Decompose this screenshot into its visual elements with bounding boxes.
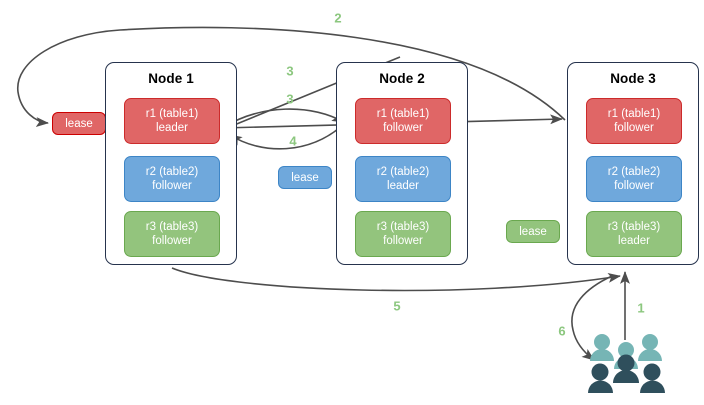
replica-name: r2 (table2) — [607, 166, 661, 178]
lease-badge-blue: lease — [278, 166, 332, 189]
edge-5-path — [171, 267, 621, 292]
replica-role: leader — [618, 235, 650, 247]
edge-3-lower-path — [223, 108, 345, 128]
edge-label-2: 2 — [334, 10, 342, 26]
lease-label: lease — [519, 225, 547, 238]
node-1-replica-r3: r3 (table3) follower — [124, 211, 220, 257]
node-2-replica-r3: r3 (table3) follower — [355, 211, 451, 257]
node-3-title: Node 3 — [610, 71, 656, 86]
replica-role: follower — [383, 235, 423, 247]
node-2-replica-r2: r2 (table2) leader — [355, 156, 451, 202]
replica-name: r3 (table3) — [376, 221, 430, 233]
node-1-replica-r1: r1 (table1) leader — [124, 98, 220, 144]
node-2-replica-r1: r1 (table1) follower — [355, 98, 451, 144]
replica-role: leader — [156, 122, 188, 134]
edge-label-5: 5 — [393, 298, 401, 314]
node-2-title: Node 2 — [379, 71, 425, 86]
replica-role: follower — [614, 122, 654, 134]
lease-badge-red: lease — [52, 112, 106, 135]
node-3-replica-r3: r3 (table3) leader — [586, 211, 682, 257]
replica-role: follower — [614, 180, 654, 192]
node-3-replica-r2: r2 (table2) follower — [586, 156, 682, 202]
replica-name: r3 (table3) — [145, 221, 199, 233]
node-2: Node 2 r1 (table1) follower r2 (table2) … — [336, 62, 468, 265]
lease-badge-green: lease — [506, 220, 560, 243]
edge-label-1: 1 — [637, 300, 645, 316]
replica-role: follower — [152, 235, 192, 247]
node-3: Node 3 r1 (table1) follower r2 (table2) … — [567, 62, 699, 265]
node-1: Node 1 r1 (table1) leader r2 (table2) fo… — [105, 62, 237, 265]
lease-label: lease — [291, 171, 319, 184]
replica-role: follower — [383, 122, 423, 134]
lease-label: lease — [65, 117, 93, 130]
replica-name: r2 (table2) — [376, 166, 430, 178]
replica-name: r1 (table1) — [607, 108, 661, 120]
edge-label-3-upper: 3 — [286, 63, 294, 79]
replica-role: follower — [152, 180, 192, 192]
replica-name: r1 (table1) — [145, 108, 199, 120]
edge-4-path — [229, 123, 345, 150]
node-1-replica-r2: r2 (table2) follower — [124, 156, 220, 202]
node-3-replica-r1: r1 (table1) follower — [586, 98, 682, 144]
replica-role: leader — [387, 180, 419, 192]
replica-name: r1 (table1) — [376, 108, 430, 120]
people-group-icon — [588, 334, 665, 393]
edge-label-6: 6 — [558, 323, 566, 339]
replica-name: r2 (table2) — [145, 166, 199, 178]
node-1-title: Node 1 — [148, 71, 194, 86]
edge-label-3-lower: 3 — [286, 91, 294, 107]
edge-label-4: 4 — [289, 133, 297, 149]
replica-name: r3 (table3) — [607, 221, 661, 233]
